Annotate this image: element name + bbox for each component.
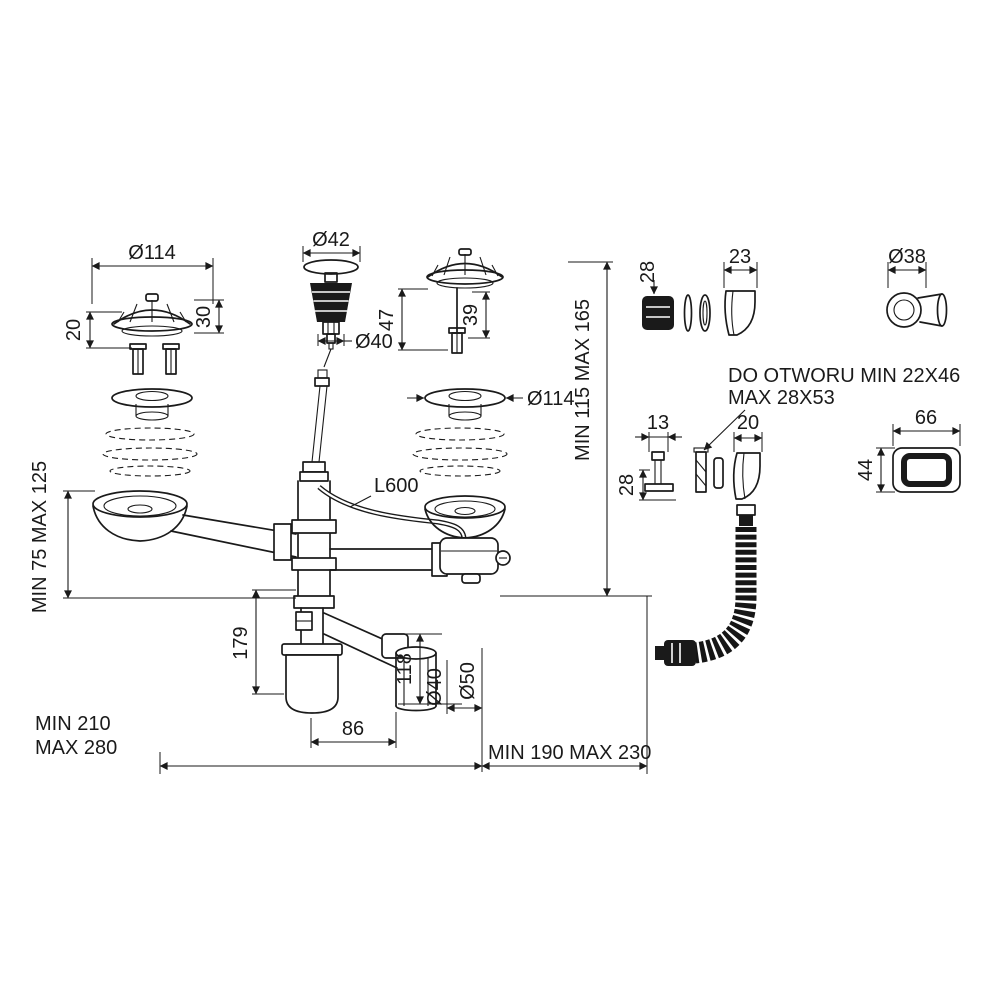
dim-28-bumper: 28 xyxy=(637,261,659,283)
dim-39: 39 xyxy=(460,304,482,326)
outlet-branch-drawing xyxy=(323,612,437,712)
pipe-nut xyxy=(273,523,292,561)
dim-l600: L600 xyxy=(374,475,419,497)
dim-44: 44 xyxy=(855,459,877,481)
hole-gauge-drawing xyxy=(693,447,709,493)
dim-dia40-out: Ø40 xyxy=(424,668,446,706)
dim-dia50-out: Ø50 xyxy=(457,662,479,700)
overflow-trap-drawing xyxy=(439,537,511,584)
left-strainer-exploded: Ø114 20 30 xyxy=(63,242,224,477)
outlet-elbow-part: Ø38 xyxy=(886,246,948,328)
hole-size-note: DO OTWORU MIN 22X46 MAX 28X53 xyxy=(703,365,960,451)
left-strainer-cap-drawing xyxy=(111,293,193,337)
main-assembly xyxy=(92,369,511,714)
dim-13: 13 xyxy=(647,412,669,434)
siphon-cup-drawing xyxy=(281,643,343,714)
dim-dia114-flange: Ø114 xyxy=(527,388,574,410)
dim-47: 47 xyxy=(376,309,398,331)
hole-note-line1: DO OTWORU MIN 22X46 xyxy=(728,365,960,387)
gasket-rings-drawing xyxy=(683,294,711,332)
depth-dimension: MIN 115 MAX 165 xyxy=(500,261,652,597)
dim-118: 118 xyxy=(394,653,416,685)
dim-dia40-plug: Ø40 xyxy=(355,331,393,353)
dim-23: 23 xyxy=(729,246,751,268)
flexible-drain-hose xyxy=(655,504,757,666)
dim-20: 20 xyxy=(63,319,85,341)
dim-86: 86 xyxy=(342,718,364,740)
overflow-spout-drawing xyxy=(732,452,761,500)
dim-depth: MIN 115 MAX 165 xyxy=(572,299,594,461)
dim-min210: MIN 210 xyxy=(35,713,111,735)
hose-weight-part: 28 xyxy=(637,261,674,330)
dim-max280: MAX 280 xyxy=(35,737,117,759)
right-sink-bowl-drawing xyxy=(424,495,506,539)
overflow-cover-part: 66 44 xyxy=(855,407,961,493)
drain-plug-drawing xyxy=(303,259,359,350)
dim-30: 30 xyxy=(193,306,215,328)
dim-dia114-left: Ø114 xyxy=(128,242,175,264)
left-strainer-flange-drawing xyxy=(111,388,193,421)
right-strainer-gaskets-drawing xyxy=(412,427,508,477)
right-strainer-cap-drawing xyxy=(426,248,504,289)
assembly-dimensions: L600 179 118 Ø40 Ø50 86 MIN 210 MAX 280 … xyxy=(29,461,651,774)
mounting-parts-row: 13 20 28 xyxy=(616,412,763,501)
siphon-tee-drawing xyxy=(291,461,337,601)
hole-note-line2: MAX 28X53 xyxy=(728,387,835,409)
left-strainer-gaskets-drawing xyxy=(102,427,198,477)
right-strainer-exploded: 47 39 Ø114 xyxy=(376,248,574,477)
small-gasket-drawing xyxy=(713,457,724,489)
right-strainer-pin-drawing xyxy=(448,287,466,354)
overflow-nozzle-part: 23 xyxy=(723,246,758,336)
dim-min190-max230: MIN 190 MAX 230 xyxy=(488,742,651,764)
dim-179: 179 xyxy=(230,626,252,659)
right-strainer-flange-drawing xyxy=(424,388,506,421)
dim-dia38: Ø38 xyxy=(888,246,926,268)
drain-plug-exploded: Ø42 Ø40 xyxy=(302,229,393,368)
dim-dia42: Ø42 xyxy=(312,229,350,251)
dim-20-spout: 20 xyxy=(737,412,759,434)
left-sink-bowl-drawing xyxy=(92,490,188,542)
left-strainer-screws-drawing xyxy=(129,343,180,375)
mounting-bracket-drawing xyxy=(644,451,674,492)
dim-28-gasket: 28 xyxy=(616,474,638,496)
dim-height-left: MIN 75 MAX 125 xyxy=(29,461,51,613)
dim-66: 66 xyxy=(915,407,937,429)
